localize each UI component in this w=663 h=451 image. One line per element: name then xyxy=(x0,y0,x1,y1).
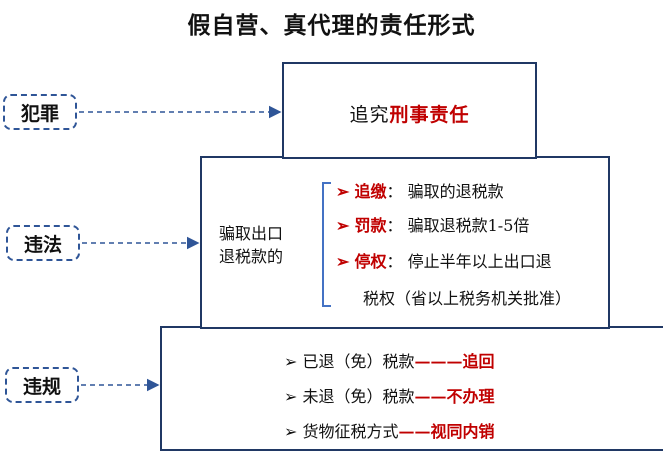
colon: ： xyxy=(386,182,403,201)
illegal-condition: 骗取出口 退税款的 xyxy=(219,222,283,268)
violation-item-text: 已退（免）税款 xyxy=(302,352,415,371)
colon: ： xyxy=(386,252,403,271)
label-illegal: 违法 xyxy=(6,225,80,261)
violation-box: ➢ 已退（免）税款———追回 ➢ 未退（免）税款——不办理 ➢ 货物征税方式——… xyxy=(160,326,663,451)
dash-separator: —— xyxy=(398,422,431,441)
illegal-item-recover: ➢ 追缴： 骗取的退税款 xyxy=(336,178,504,202)
bullet-arrow-icon: ➢ xyxy=(284,352,298,371)
condition-line: 骗取出口 xyxy=(219,224,284,243)
illegal-box: 骗取出口 退税款的 ➢ 追缴： 骗取的退税款 ➢ 罚款： 骗取退税款1-5倍 ➢… xyxy=(200,156,610,329)
colon: ： xyxy=(386,216,403,235)
violation-result: 追回 xyxy=(462,352,495,371)
violation-item-text: 未退（免）税款 xyxy=(302,387,415,406)
violation-item-unrefunded: ➢ 未退（免）税款——不办理 xyxy=(284,383,495,407)
illegal-item-term: 罚款 xyxy=(354,216,387,235)
condition-line: 退税款的 xyxy=(219,247,284,266)
illegal-item-text: 停止半年以上出口退 xyxy=(407,252,552,271)
illegal-item-text: 骗取的退税款 xyxy=(407,182,504,201)
bullet-arrow-icon: ➢ xyxy=(336,182,350,201)
dash-separator: ——— xyxy=(414,352,463,371)
label-crime: 犯罪 xyxy=(3,94,77,130)
crime-box: 追究刑事责任 xyxy=(282,62,537,159)
illegal-item-fine: ➢ 罚款： 骗取退税款1-5倍 xyxy=(336,212,529,236)
violation-result: 视同内销 xyxy=(430,422,495,441)
illegal-item-suspend: ➢ 停权： 停止半年以上出口退 xyxy=(336,248,552,272)
crime-emphasis: 刑事责任 xyxy=(389,104,470,126)
violation-result: 不办理 xyxy=(446,387,495,406)
crime-prefix: 追究 xyxy=(349,104,390,126)
violation-item-tax-method: ➢ 货物征税方式——视同内销 xyxy=(284,418,495,442)
violation-item-refunded: ➢ 已退（免）税款———追回 xyxy=(284,348,495,372)
dash-separator: —— xyxy=(414,387,447,406)
illegal-item-continuation: 税权（省以上税务机关批准） xyxy=(363,289,572,308)
page-title: 假自营、真代理的责任形式 xyxy=(187,13,476,39)
bullet-arrow-icon: ➢ xyxy=(336,252,350,271)
bullet-arrow-icon: ➢ xyxy=(284,387,298,406)
bullet-arrow-icon: ➢ xyxy=(336,216,350,235)
bullet-arrow-icon: ➢ xyxy=(284,422,298,441)
illegal-item-term: 停权 xyxy=(354,252,387,271)
crime-content: 追究刑事责任 xyxy=(284,100,535,127)
label-violation: 违规 xyxy=(5,367,79,403)
bracket xyxy=(322,182,331,307)
illegal-item-text: 骗取退税款1-5倍 xyxy=(407,216,530,235)
violation-item-text: 货物征税方式 xyxy=(302,422,399,441)
illegal-item-term: 追缴 xyxy=(354,182,387,201)
